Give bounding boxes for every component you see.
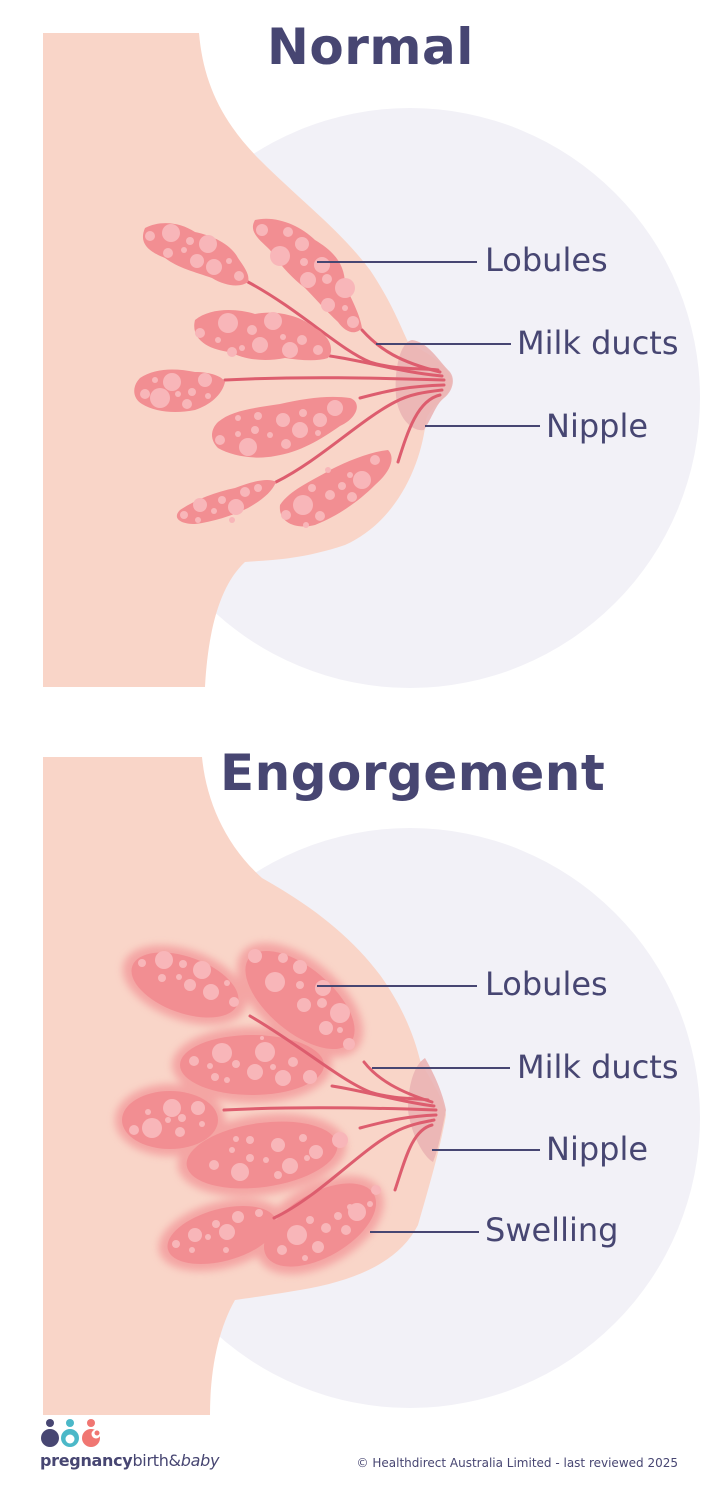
milk-ducts (223, 280, 446, 484)
lobule-dots (129, 949, 381, 1261)
logo-word-birth: birth& (132, 1451, 181, 1470)
family-logo-icon (41, 1419, 101, 1447)
copyright-notice: © Healthdirect Australia Limited - last … (356, 1456, 678, 1470)
label-milk-ducts: Milk ducts (517, 324, 679, 362)
logo-word-baby: baby (180, 1451, 220, 1470)
leader-lines (317, 985, 540, 1233)
label-lobules: Lobules (485, 965, 608, 1003)
label-nipple: Nipple (546, 1130, 649, 1168)
engorgement-diagram: Engorgement Lobules Milk ducts Nipple Sw… (0, 720, 720, 1420)
engorgement-title: Engorgement (220, 744, 606, 802)
leader-lines (317, 261, 540, 427)
label-milk-ducts: Milk ducts (517, 1048, 679, 1086)
label-lobules: Lobules (485, 241, 608, 279)
lobule-dots (140, 224, 380, 528)
normal-diagram: Normal Lobules Milk ducts Nipple (0, 0, 720, 700)
logo-wordmark: pregnancybirth&baby (40, 1451, 219, 1470)
skin-silhouette (43, 33, 452, 687)
label-swelling: Swelling (485, 1211, 619, 1249)
logo-word-pregnancy: pregnancy (40, 1451, 133, 1470)
normal-title: Normal (267, 18, 474, 76)
engorged-breast-illustration (43, 757, 700, 1415)
milk-ducts (222, 1014, 438, 1220)
label-nipple: Nipple (546, 407, 649, 445)
pregnancy-birth-baby-logo[interactable]: pregnancybirth&baby (40, 1418, 240, 1474)
normal-breast-illustration (43, 33, 700, 688)
